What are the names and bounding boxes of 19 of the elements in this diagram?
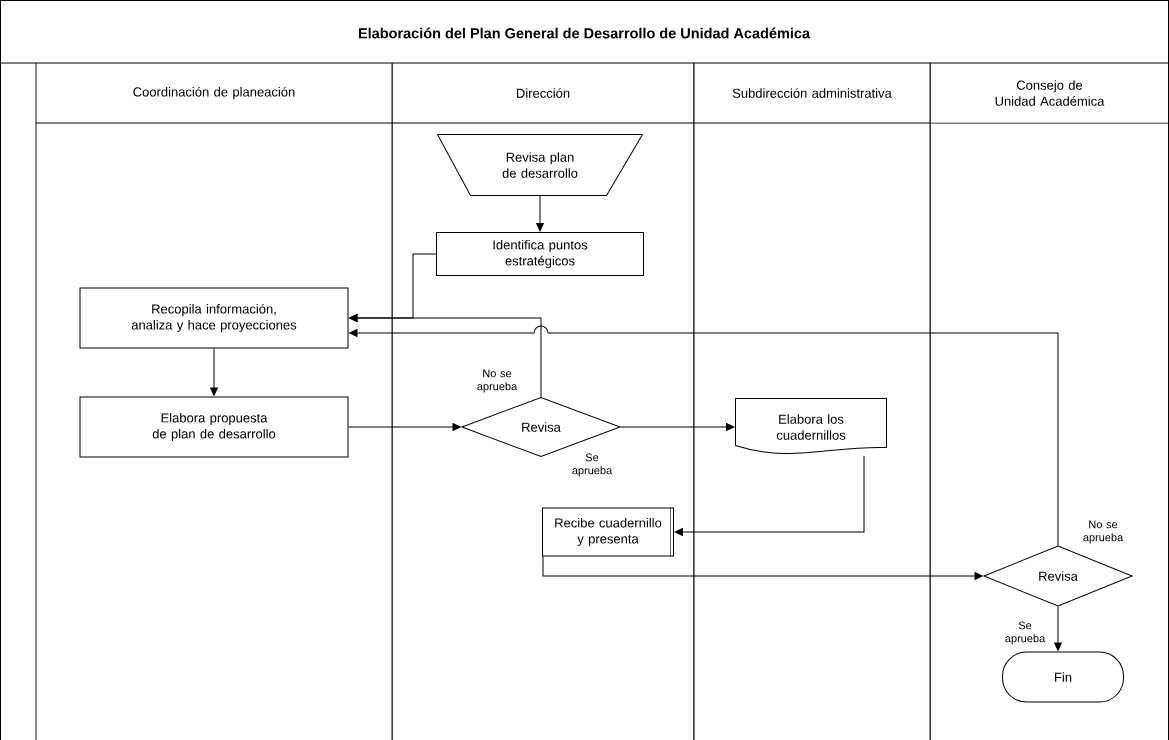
process-box: Identifica puntos estratégicos [436,232,644,276]
process-box: Elabora propuesta de plan de desarrollo [79,396,349,458]
arrow [210,348,218,396]
arrow [674,455,865,536]
arrow [620,423,735,431]
title: Elaboración del Plan General de Desarrollo de Unidad Académica [358,27,811,39]
arrow [349,325,1059,546]
arrow [536,195,544,232]
manual-operation-trapezoid: Revisa plan de desarrollo [437,134,643,196]
arrow [348,423,461,431]
edge-label: Se aprueba [998,620,1052,646]
edge-label: No se aprueba [470,368,524,394]
arrow [349,314,542,398]
edge-label: No se aprueba [1076,519,1130,545]
arrow [542,556,983,580]
process-box: Recopila información, analiza y hace proyecciones [79,287,349,349]
arrow [1054,606,1062,651]
process-box: Recibe cuadernillo y presenta [542,507,674,557]
terminator: Fin [1002,651,1124,703]
